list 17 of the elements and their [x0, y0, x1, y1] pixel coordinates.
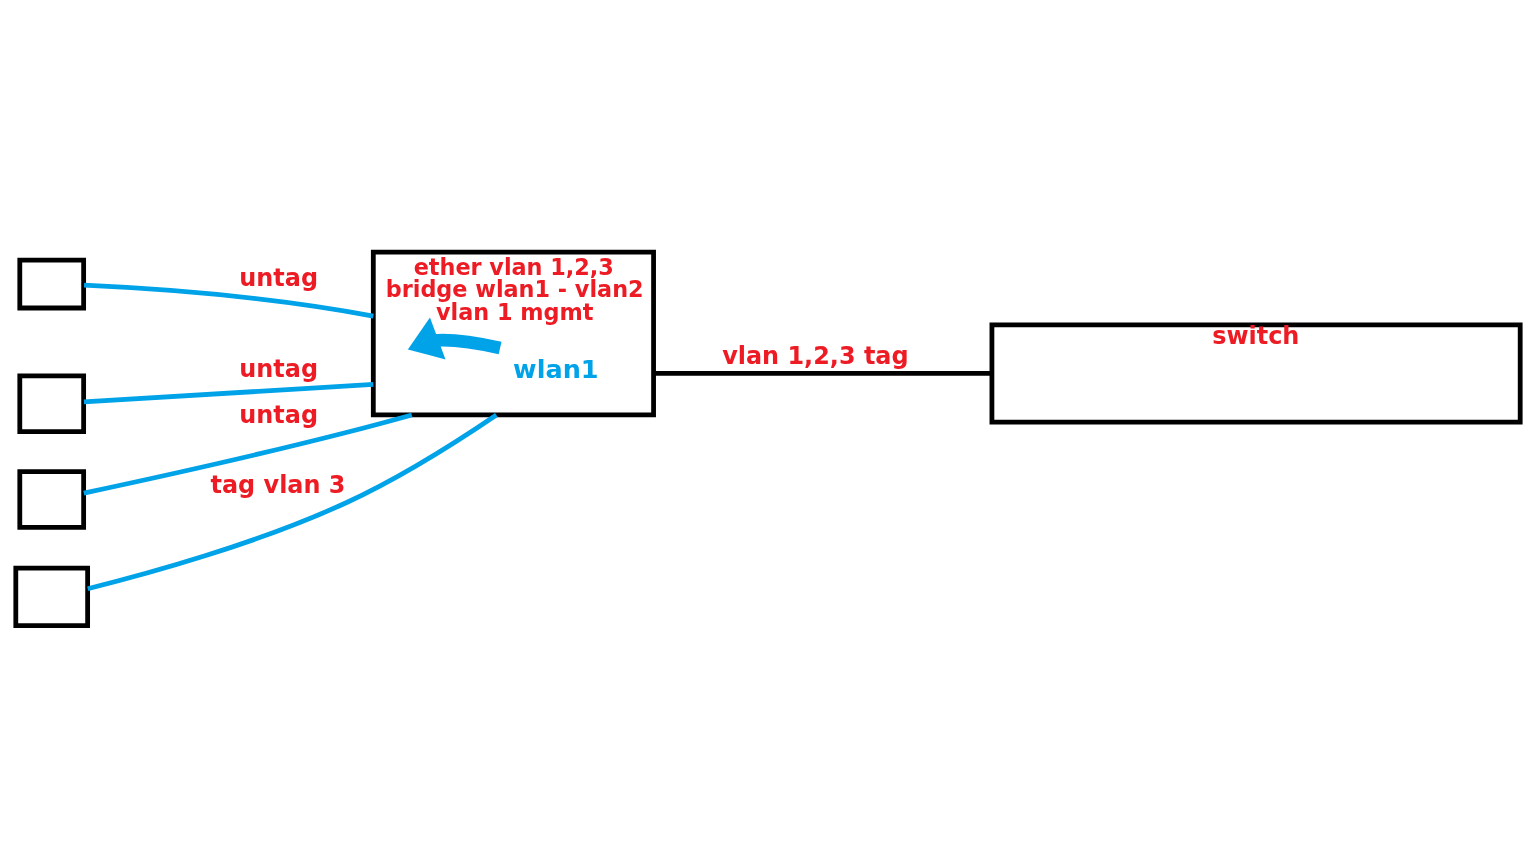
arrow — [407, 317, 502, 359]
edge-label: vlan 1,2,3 tag — [722, 341, 909, 370]
node-box — [17, 468, 87, 530]
connector — [83, 412, 413, 495]
node-box: switch — [989, 321, 1523, 425]
connector — [87, 412, 498, 591]
connector — [83, 381, 374, 404]
connector — [653, 370, 992, 376]
edge-label: tag vlan 3 — [210, 470, 346, 499]
connector — [83, 282, 374, 318]
edge-label: untag — [239, 400, 319, 429]
node-box — [17, 372, 87, 434]
edge-label: untag — [239, 263, 319, 292]
edge-label: untag — [239, 354, 319, 383]
node-box — [17, 257, 87, 310]
node-text: wlan1 — [513, 353, 599, 384]
node-box — [13, 565, 91, 628]
